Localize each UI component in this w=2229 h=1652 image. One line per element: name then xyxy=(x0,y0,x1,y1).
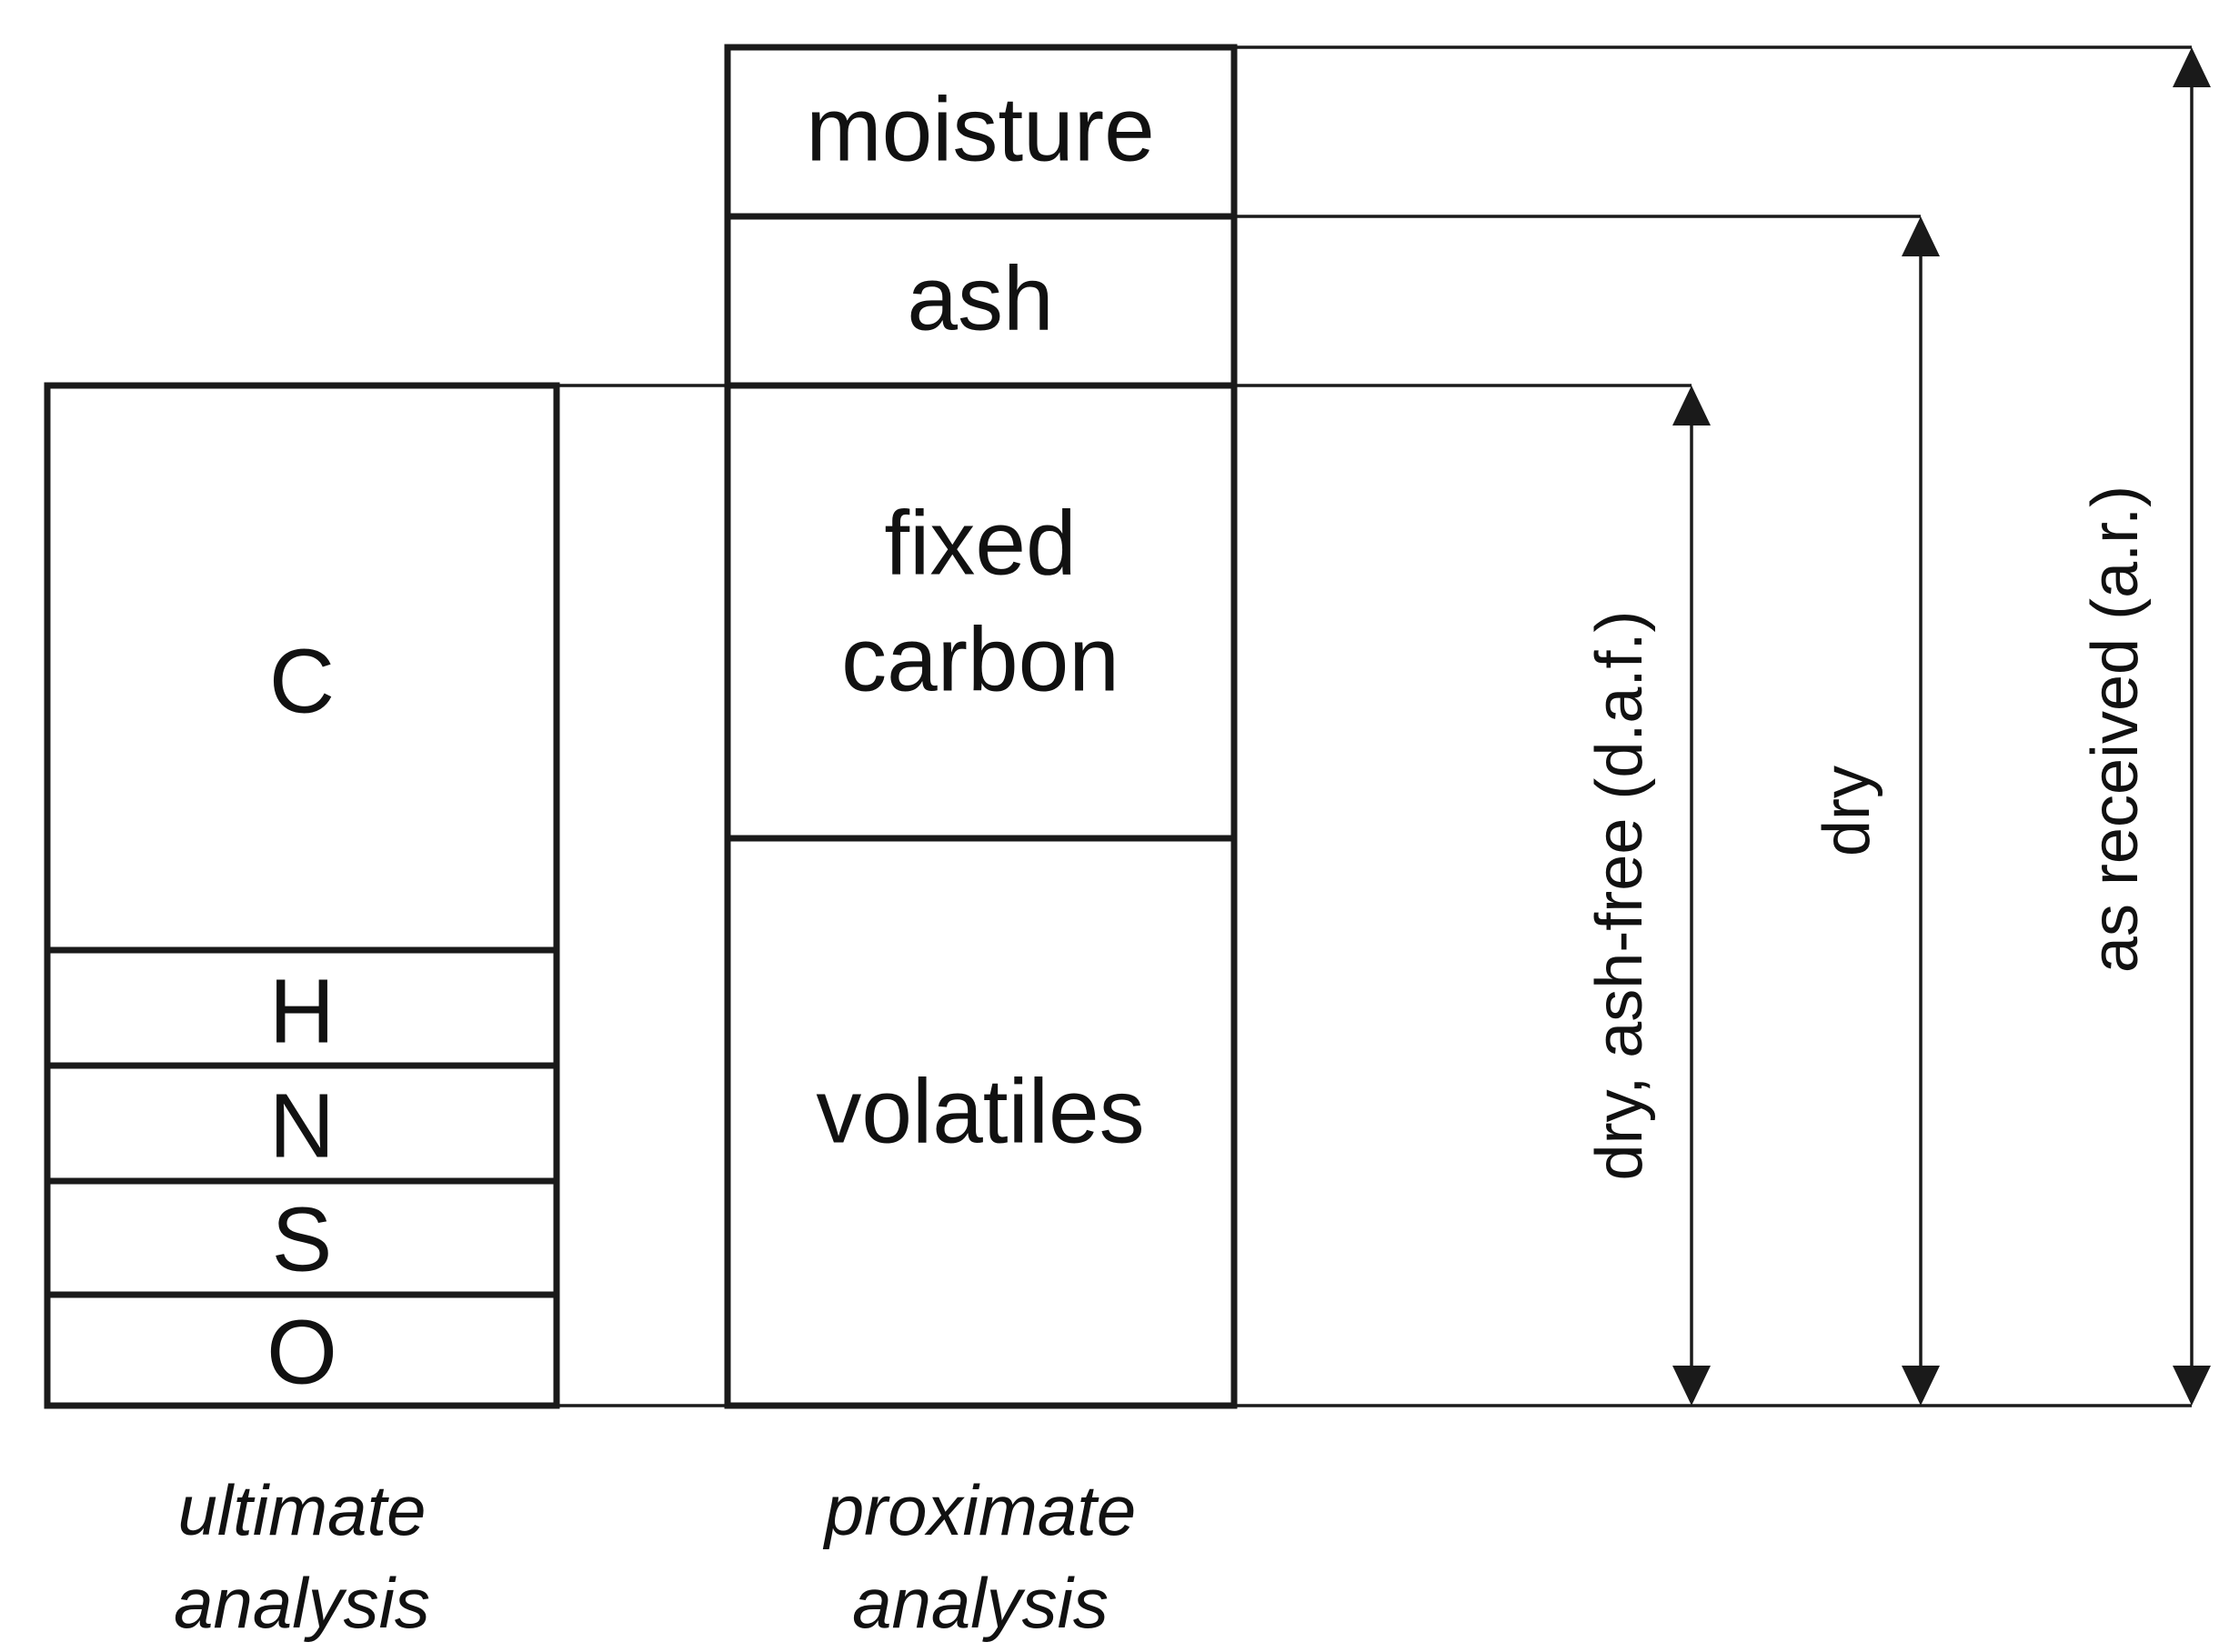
ultimate-column-frame xyxy=(44,382,560,1409)
proximate-caption: proximate analysis xyxy=(823,1470,1136,1643)
segment-carbon: C xyxy=(269,630,335,732)
as-received-basis-arrow: as received (a.r.) xyxy=(2079,47,2211,1406)
basis-label-as-received: as received (a.r.) xyxy=(2079,486,2152,973)
ultimate-caption: ultimate analysis xyxy=(174,1470,430,1643)
ultimate-caption-line2: analysis xyxy=(174,1563,430,1643)
daf-arrow-head-down-icon xyxy=(1672,1366,1711,1406)
basis-label-daf: dry, ash-free (d.a.f.) xyxy=(1583,611,1656,1181)
ultimate-analysis-column: C H N S O xyxy=(44,382,560,1409)
as-received-arrow-head-up-icon xyxy=(2173,47,2211,87)
dry-arrow-head-down-icon xyxy=(1902,1366,1940,1406)
dry-basis-arrow: dry xyxy=(1811,216,1940,1406)
connector-lines xyxy=(557,45,2192,1407)
segment-nitrogen: N xyxy=(269,1075,335,1176)
proximate-analysis-column: moisture ash fixed carbon volatiles xyxy=(724,44,1238,1409)
daf-arrow-head-up-icon xyxy=(1672,385,1711,426)
ultimate-caption-line1: ultimate xyxy=(177,1470,426,1550)
segment-hydrogen: H xyxy=(269,960,335,1062)
segment-sulfur: S xyxy=(272,1188,333,1290)
daf-basis-arrow: dry, ash-free (d.a.f.) xyxy=(1583,385,1711,1406)
proximate-caption-line2: analysis xyxy=(852,1563,1109,1643)
proximate-caption-line1: proximate xyxy=(823,1470,1136,1550)
segment-oxygen: O xyxy=(266,1301,337,1403)
segment-fixed-carbon-line1: fixed xyxy=(884,492,1076,594)
segment-volatiles: volatiles xyxy=(816,1060,1144,1162)
as-received-arrow-head-down-icon xyxy=(2173,1366,2211,1406)
segment-ash: ash xyxy=(907,247,1053,349)
segment-fixed-carbon-line2: carbon xyxy=(841,608,1120,710)
dry-arrow-head-up-icon xyxy=(1902,216,1940,256)
basis-label-dry: dry xyxy=(1811,766,1883,856)
segment-moisture: moisture xyxy=(806,78,1154,180)
